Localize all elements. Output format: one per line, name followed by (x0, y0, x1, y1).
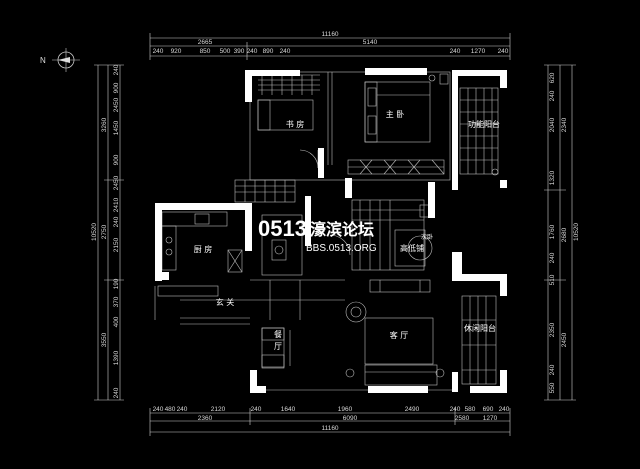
dim-bottom-row1: 1960 (338, 406, 353, 413)
room-label-dining-a: 餐 (274, 330, 282, 339)
dim-left-outer: 10520 (91, 223, 98, 241)
dim-top-row2: 850 (200, 48, 211, 55)
dim-bottom-row1: 240 (177, 406, 188, 413)
dim-right-inner: 2350 (549, 322, 556, 337)
dim-left-inner: 240 (113, 64, 120, 75)
dim-right-inner: 240 (549, 364, 556, 375)
room-label-foyer: 玄 关 (216, 297, 235, 307)
dim-bottom-row1: 240 (499, 406, 510, 413)
dim-left-inner: 900 (113, 82, 120, 93)
dim-top-row2: 920 (171, 48, 182, 55)
dim-right-inner: 240 (549, 90, 556, 101)
dim-top-row1: 5140 (363, 39, 378, 46)
dim-bottom-row2: 2360 (198, 415, 213, 422)
dim-bottom-row1: 690 (483, 406, 494, 413)
dim-bottom-row1: 240 (153, 406, 164, 413)
dim-left-mid: 3550 (101, 332, 108, 347)
dim-left-mid: 3260 (101, 117, 108, 132)
dim-bottom-row1: 240 (450, 406, 461, 413)
watermark-name: 濠滨论坛 (310, 220, 374, 239)
dim-left-inner: 2450 (113, 97, 120, 112)
dim-left-inner: 370 (113, 296, 120, 307)
dim-bottom-row2: 2580 (455, 415, 470, 422)
room-label-small: 次卧 (421, 233, 433, 241)
dim-left-inner: 240 (113, 216, 120, 227)
dim-top-row2: 890 (263, 48, 274, 55)
dim-top-row2: 1270 (471, 48, 486, 55)
dim-bottom-row1: 1640 (281, 406, 296, 413)
dim-bottom-row1: 2120 (211, 406, 226, 413)
dim-left-inner: 2410 (113, 197, 120, 212)
dim-bottom-row1: 580 (465, 406, 476, 413)
dim-right-inner: 1320 (549, 170, 556, 185)
dim-right-inner: 1760 (549, 224, 556, 239)
watermark-url: BBS.0513.ORG (306, 243, 377, 254)
room-label-dining-b: 厅 (274, 342, 282, 351)
dim-top-row2: 240 (450, 48, 461, 55)
dim-left-inner: 1450 (113, 120, 120, 135)
dim-right-mid: 2340 (561, 117, 568, 132)
dim-top-row2: 240 (153, 48, 164, 55)
compass-north-label: N (40, 56, 46, 65)
watermark: 0513 濠滨论坛 BBS.0513.ORG (258, 216, 377, 254)
dim-top-row2: 500 (220, 48, 231, 55)
dim-top-row2: 390 (234, 48, 245, 55)
room-label-func-balcony: 功能阳台 (468, 119, 500, 129)
dim-left-inner: 2150 (113, 237, 120, 252)
dim-bottom-row2: 1270 (483, 415, 498, 422)
dim-right-inner: 550 (549, 382, 556, 393)
dim-right-inner: 620 (549, 72, 556, 83)
dim-left-inner: 900 (113, 154, 120, 165)
dimension-texts: 11160 2665 5140 240 920 850 500 390 240 … (91, 31, 580, 432)
dim-left-inner: 1390 (113, 350, 120, 365)
dim-right-mid: 2680 (561, 227, 568, 242)
dim-right-inner: 240 (549, 252, 556, 263)
dim-left-mid: 2750 (101, 224, 108, 239)
dim-left-inner: 400 (113, 316, 120, 327)
dim-right-inner: 510 (549, 274, 556, 285)
room-label-living: 客 厅 (390, 330, 409, 340)
dim-bottom-row1: 240 (251, 406, 262, 413)
dim-right-outer: 10520 (573, 223, 580, 241)
room-label-study: 书 房 (286, 119, 305, 129)
dim-left-inner: 2450 (113, 175, 120, 190)
room-labels: 书 房 主 卧 功能阳台 厨 房 高低铺 次卧 玄 关 餐 厅 客 厅 休闲阳台 (194, 109, 500, 351)
dim-top-row1: 2665 (198, 39, 213, 46)
watermark-logo: 0513 (258, 216, 307, 241)
walls (155, 68, 507, 393)
compass-icon: N (40, 48, 80, 72)
dim-left-inner: 240 (113, 387, 120, 398)
room-label-leisure-balcony: 休闲阳台 (464, 323, 496, 333)
room-label-tatami: 高低铺 (400, 243, 424, 253)
room-label-kitchen: 厨 房 (194, 244, 213, 254)
dim-top-row2: 240 (247, 48, 258, 55)
dim-bottom-total: 11160 (321, 425, 338, 432)
dim-top-total: 11160 (321, 31, 338, 38)
dim-left-inner: 190 (113, 278, 120, 289)
dim-top-row2: 240 (498, 48, 509, 55)
dimension-lines (94, 33, 576, 436)
dim-right-mid: 2450 (561, 332, 568, 347)
dim-top-row2: 240 (280, 48, 291, 55)
dim-right-inner: 2040 (549, 117, 556, 132)
room-label-master: 主 卧 (386, 109, 405, 119)
dim-bottom-row1: 2490 (405, 406, 420, 413)
dim-bottom-row1: 480 (165, 406, 176, 413)
dim-bottom-row2: 6090 (343, 415, 358, 422)
